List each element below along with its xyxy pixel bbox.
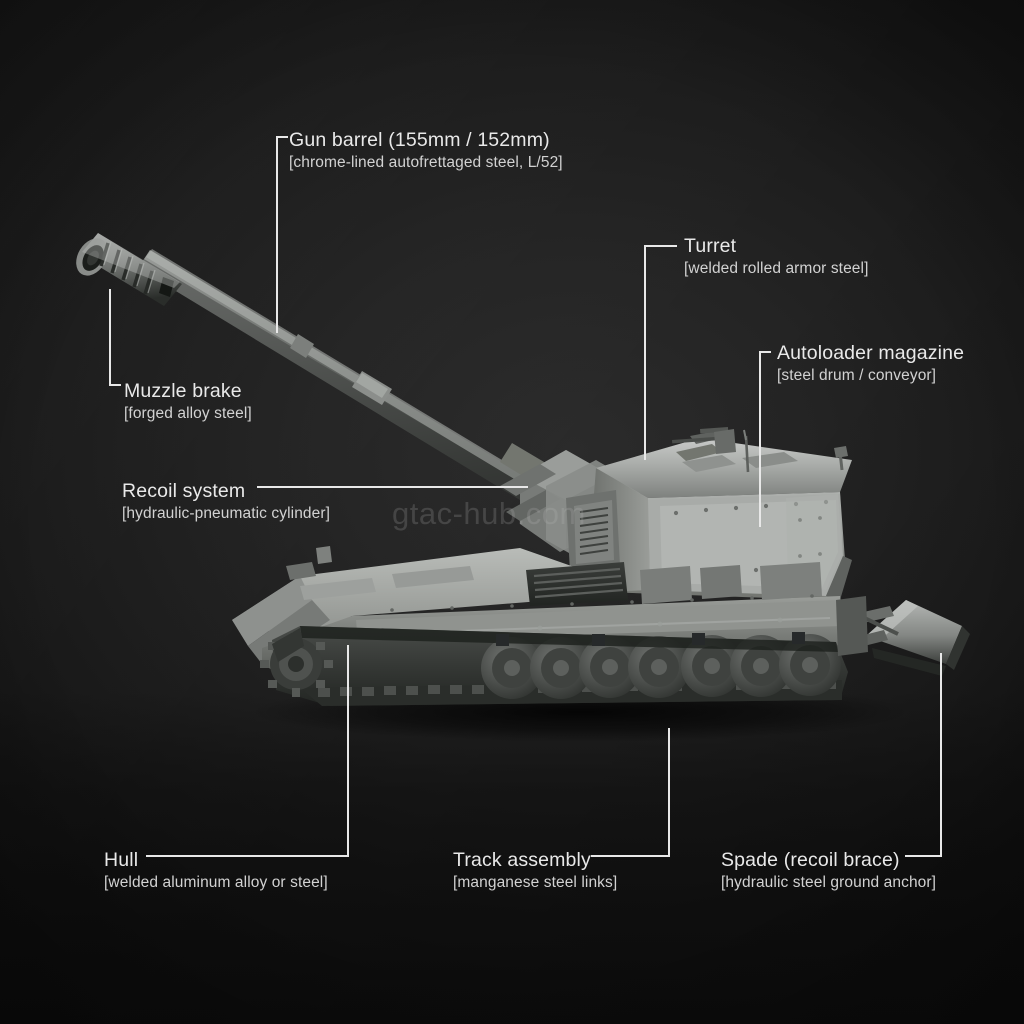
- callout-title: Hull: [104, 849, 139, 871]
- watermark: gtac-hub.com: [392, 496, 586, 531]
- callout-subtitle: [chrome-lined autofrettaged steel, L/52]: [289, 154, 563, 171]
- callout-title: Spade (recoil brace): [721, 849, 900, 871]
- callout-subtitle: [hydraulic steel ground anchor]: [721, 874, 937, 891]
- callout-track-assembly: Track assembly [manganese steel links]: [453, 848, 617, 893]
- track-assembly-art: [260, 626, 848, 706]
- callout-turret: Turret [welded rolled armor steel]: [684, 234, 868, 279]
- callout-title: Track assembly: [453, 849, 591, 871]
- callout-autoloader-magazine: Autoloader magazine [steel drum / convey…: [777, 341, 964, 386]
- callout-title: Muzzle brake: [124, 380, 242, 402]
- callout-subtitle: [welded aluminum alloy or steel]: [104, 874, 328, 891]
- callout-muzzle-brake: Muzzle brake [forged alloy steel]: [124, 379, 252, 424]
- callout-recoil-system: Recoil system [hydraulic-pneumatic cylin…: [122, 479, 330, 524]
- callout-title: Autoloader magazine: [777, 342, 965, 364]
- callout-spade: Spade (recoil brace) [hydraulic steel gr…: [721, 848, 936, 893]
- spade-art: [836, 596, 970, 676]
- callout-subtitle: [hydraulic-pneumatic cylinder]: [122, 505, 331, 522]
- callout-title: Recoil system: [122, 480, 246, 502]
- callout-hull: Hull [welded aluminum alloy or steel]: [104, 848, 328, 893]
- callout-gun-barrel: Gun barrel (155mm / 152mm) [chrome-lined…: [289, 128, 563, 173]
- callout-title: Turret: [684, 235, 737, 257]
- callout-title: Gun barrel (155mm / 152mm): [289, 129, 550, 151]
- callout-subtitle: [manganese steel links]: [453, 874, 618, 891]
- callout-subtitle: [steel drum / conveyor]: [777, 367, 937, 384]
- callout-subtitle: [welded rolled armor steel]: [684, 260, 869, 277]
- callout-subtitle: [forged alloy steel]: [124, 405, 252, 422]
